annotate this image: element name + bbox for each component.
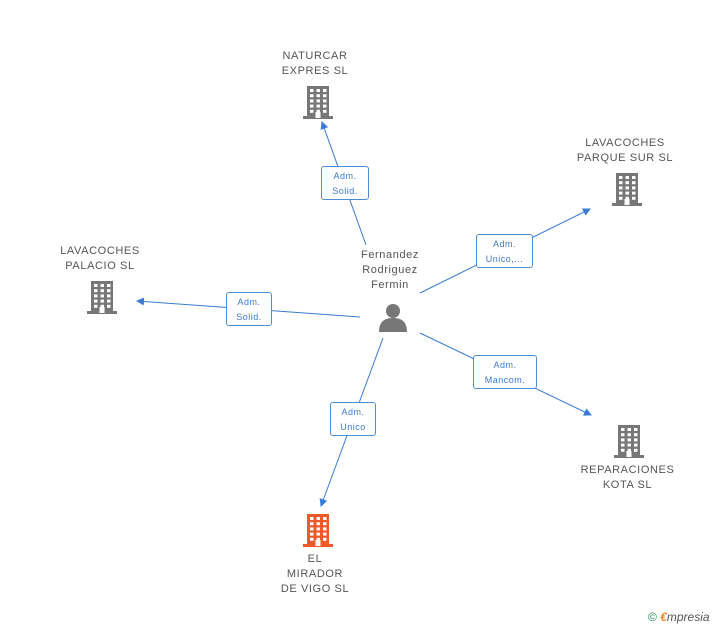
edge-label-kota: Adm. Mancom. xyxy=(473,355,537,389)
brand-logo-e: € xyxy=(660,610,667,624)
building-icon-kota[interactable] xyxy=(614,425,644,458)
footer-brand: © €mpresia xyxy=(648,610,710,624)
edge-label-palacio: Adm. Solid. xyxy=(226,292,272,326)
brand-name: mpresia xyxy=(666,610,710,624)
company-label-parque[interactable]: LAVACOCHES PARQUE SUR SL xyxy=(576,137,674,164)
person-name[interactable]: Fernandez Rodriguez Fermin xyxy=(361,249,419,291)
edge-label-mirador: Adm. Unico xyxy=(330,402,376,436)
building-icon-palacio[interactable] xyxy=(87,281,117,314)
building-icon-parque[interactable] xyxy=(612,173,642,206)
person-icon[interactable] xyxy=(379,304,407,332)
company-label-mirador[interactable]: EL MIRADOR DE VIGO SL xyxy=(280,553,350,595)
copyright-symbol: © xyxy=(648,610,657,624)
building-icon-naturcar[interactable] xyxy=(303,86,333,119)
company-label-palacio[interactable]: LAVACOCHES PALACIO SL xyxy=(60,245,140,272)
edge-label-parque: Adm. Unico,... xyxy=(476,234,533,268)
company-label-kota[interactable]: REPARACIONES KOTA SL xyxy=(580,464,675,491)
edge-label-naturcar: Adm. Solid. xyxy=(321,166,369,200)
company-label-naturcar[interactable]: NATURCAR EXPRES SL xyxy=(281,50,349,77)
building-icon-mirador[interactable] xyxy=(303,514,333,547)
